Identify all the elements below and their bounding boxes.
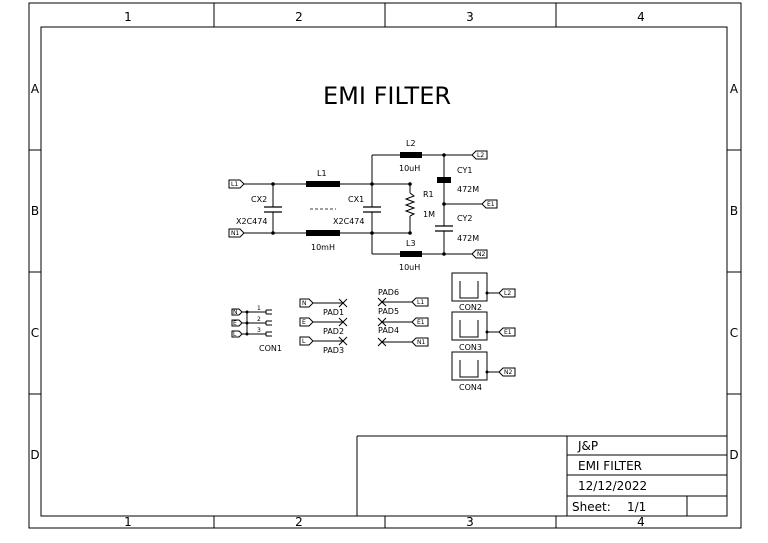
CX1-value: X2C474 [333, 217, 364, 226]
connector-CON1: N E L 1 2 3 CON1 [231, 305, 282, 353]
filter-wires [244, 154, 482, 255]
title-block-date: 12/12/2022 [578, 479, 647, 493]
zone-dividers [29, 3, 741, 528]
connector-CON3: E1 CON3 [451, 311, 516, 352]
svg-text:N2: N2 [504, 369, 512, 376]
svg-text:N2: N2 [477, 251, 485, 258]
L2-ref: L2 [406, 139, 416, 148]
zone-row-a-left: A [31, 82, 40, 96]
pads-1-3: N E L PAD1 PAD2 PAD3 [299, 298, 348, 355]
zone-row-c-left: C [31, 326, 39, 340]
CX1-ref: CX1 [348, 195, 364, 204]
inductor-L3 [400, 251, 422, 257]
PAD2-ref: PAD2 [323, 327, 344, 336]
title-block-title: EMI FILTER [578, 459, 642, 473]
CY1-ref: CY1 [457, 166, 472, 175]
L2-value: 10uH [399, 164, 420, 173]
PAD4-ref: PAD4 [378, 326, 399, 335]
L3-ref: L3 [406, 239, 416, 248]
zone-row-d-left: D [30, 448, 39, 462]
connector-CON2: L2 CON2 [451, 272, 516, 312]
inductor-L1-upper [306, 181, 340, 187]
zone-col-3-bottom: 3 [466, 515, 474, 529]
resistor-R1 [404, 192, 416, 217]
zone-col-2-top: 2 [295, 10, 303, 24]
junction-dots [271, 153, 446, 256]
PAD1-ref: PAD1 [323, 308, 344, 317]
inductor-L1-lower [306, 230, 340, 236]
zone-row-b-right: B [730, 204, 738, 218]
capacitor-CX1 [363, 206, 381, 213]
L1-value: 10mH [311, 243, 335, 252]
L3-value: 10uH [399, 263, 420, 272]
zone-col-4-top: 4 [637, 10, 645, 24]
CY1-value: 472M [457, 185, 479, 194]
title-block-sheet-label: Sheet: [572, 500, 611, 514]
svg-text:E1: E1 [487, 201, 495, 208]
zone-col-1-bottom: 1 [124, 515, 132, 529]
CON1-ref: CON1 [259, 344, 282, 353]
zone-col-4-bottom: 4 [637, 515, 645, 529]
svg-text:E: E [233, 320, 237, 327]
net-label-N2-out: N2 [471, 249, 488, 259]
capacitor-CY2 [435, 225, 453, 232]
svg-text:L1: L1 [231, 181, 238, 188]
CY2-value: 472M [457, 234, 479, 243]
svg-text:E1: E1 [504, 329, 512, 336]
capacitor-CX2 [264, 206, 282, 213]
title-block-sheet-value: 1/1 [627, 500, 646, 514]
svg-text:CON2: CON2 [459, 303, 482, 312]
title-block [356, 435, 727, 516]
svg-text:L: L [233, 331, 237, 338]
CX2-ref: CX2 [251, 195, 267, 204]
svg-text:3: 3 [257, 327, 261, 334]
R1-value: 1M [423, 210, 435, 219]
svg-text:CON4: CON4 [459, 383, 482, 392]
L1-ref: L1 [317, 169, 327, 178]
svg-text:N1: N1 [231, 230, 239, 237]
svg-text:L1: L1 [417, 299, 424, 306]
R1-ref: R1 [423, 190, 434, 199]
zone-col-2-bottom: 2 [295, 515, 303, 529]
zone-col-3-top: 3 [466, 10, 474, 24]
PAD6-ref: PAD6 [378, 288, 399, 297]
svg-text:L2: L2 [504, 290, 511, 297]
net-label-N1-in: N1 [228, 228, 245, 238]
net-label-L1-in: L1 [228, 179, 245, 189]
zone-row-d-right: D [729, 448, 738, 462]
CY2-ref: CY2 [457, 214, 472, 223]
zone-row-b-left: B [31, 204, 39, 218]
svg-text:E: E [302, 319, 306, 326]
svg-text:L2: L2 [477, 152, 484, 159]
svg-text:E1: E1 [417, 319, 425, 326]
inductor-L2 [400, 152, 422, 158]
net-label-E1-out: E1 [481, 199, 498, 209]
PAD5-ref: PAD5 [378, 307, 399, 316]
svg-text:1: 1 [257, 305, 261, 312]
PAD3-ref: PAD3 [323, 346, 344, 355]
svg-text:N1: N1 [417, 339, 425, 346]
net-label-L2-out: L2 [471, 150, 488, 160]
zone-row-c-right: C [730, 326, 738, 340]
schematic-title: EMI FILTER [323, 82, 451, 110]
svg-text:L: L [302, 338, 306, 345]
capacitor-CY1 [437, 177, 451, 183]
svg-text:CON3: CON3 [459, 343, 482, 352]
pads-4-6: PAD6 PAD5 PAD4 L1 E1 N1 [377, 288, 429, 347]
CX2-value: X2C474 [236, 217, 267, 226]
connector-CON4: N2 CON4 [451, 351, 516, 392]
svg-text:N: N [302, 300, 307, 307]
svg-text:N: N [233, 309, 238, 316]
zone-col-1-top: 1 [124, 10, 132, 24]
title-block-company: J&P [577, 439, 598, 453]
zone-row-a-right: A [730, 82, 739, 96]
svg-text:2: 2 [257, 316, 261, 323]
